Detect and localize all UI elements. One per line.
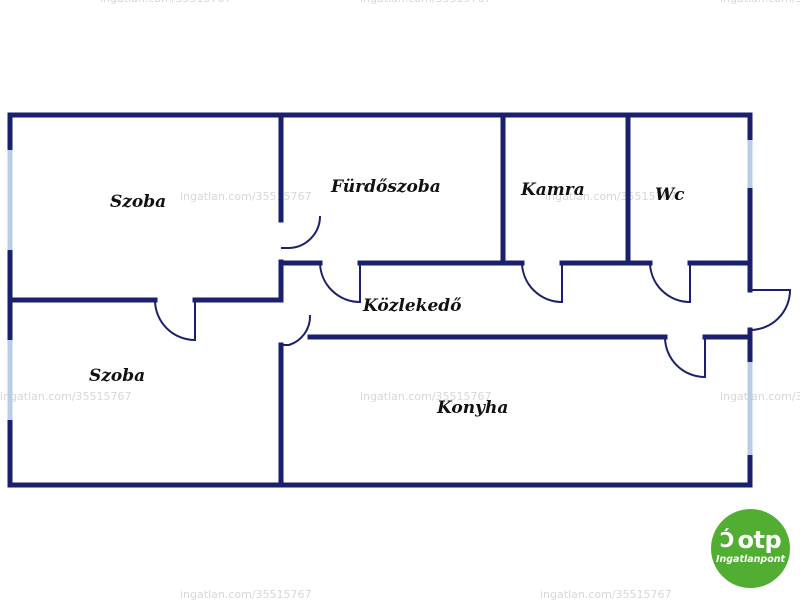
watermark-4: ingatlan.com/35515767 <box>180 190 312 203</box>
watermark-1: ingatlan.com/35515767 <box>100 0 232 5</box>
door-kamra <box>521 262 563 304</box>
door-szoba-top <box>281 215 321 249</box>
windows <box>7 140 753 455</box>
room-label-szoba-bottom: Szoba <box>89 366 145 386</box>
door-konyha <box>664 336 706 379</box>
door-entrance <box>749 289 792 331</box>
room-label-konyha: Konyha <box>436 398 508 418</box>
doors <box>154 215 792 379</box>
room-label-szoba-top: Szoba <box>110 192 166 212</box>
logo-row: Ɔ́ otp <box>719 526 782 554</box>
watermark-5: ingatlan.com/35515767 <box>545 190 677 203</box>
room-label-kamra: Kamra <box>520 180 585 200</box>
watermark-9: ingatlan.com/35515767 <box>180 588 312 600</box>
watermark-6: ingatlan.com/35515767 <box>0 390 132 403</box>
watermark-2: ingatlan.com/35515767 <box>360 0 492 5</box>
brand-subtitle: Ingatlanpont <box>715 554 786 565</box>
watermark-3: ingatlan.com/35515767 <box>720 0 800 5</box>
watermark-8: ingatlan.com/35515767 <box>720 390 800 403</box>
door-rooms-between <box>154 299 196 342</box>
room-label-kozlekedo: Közlekedő <box>362 296 462 316</box>
room-labels: Szoba Fürdőszoba Kamra Wc Közlekedő Szob… <box>89 177 685 418</box>
room-label-furdoszoba: Fürdőszoba <box>330 177 441 197</box>
brand-name: otp <box>737 526 782 554</box>
door-wc <box>649 262 691 304</box>
room-label-wc: Wc <box>655 185 685 205</box>
door-furdoszoba <box>319 262 361 304</box>
watermark-10: ingatlan.com/35515767 <box>540 588 672 600</box>
otp-ingatlanpont-logo: Ɔ́ otp Ingatlanpont <box>711 509 790 588</box>
watermark-7: ingatlan.com/35515767 <box>360 390 492 403</box>
otp-mark-icon: Ɔ́ <box>719 528 735 552</box>
door-szoba-bottom <box>281 314 312 346</box>
